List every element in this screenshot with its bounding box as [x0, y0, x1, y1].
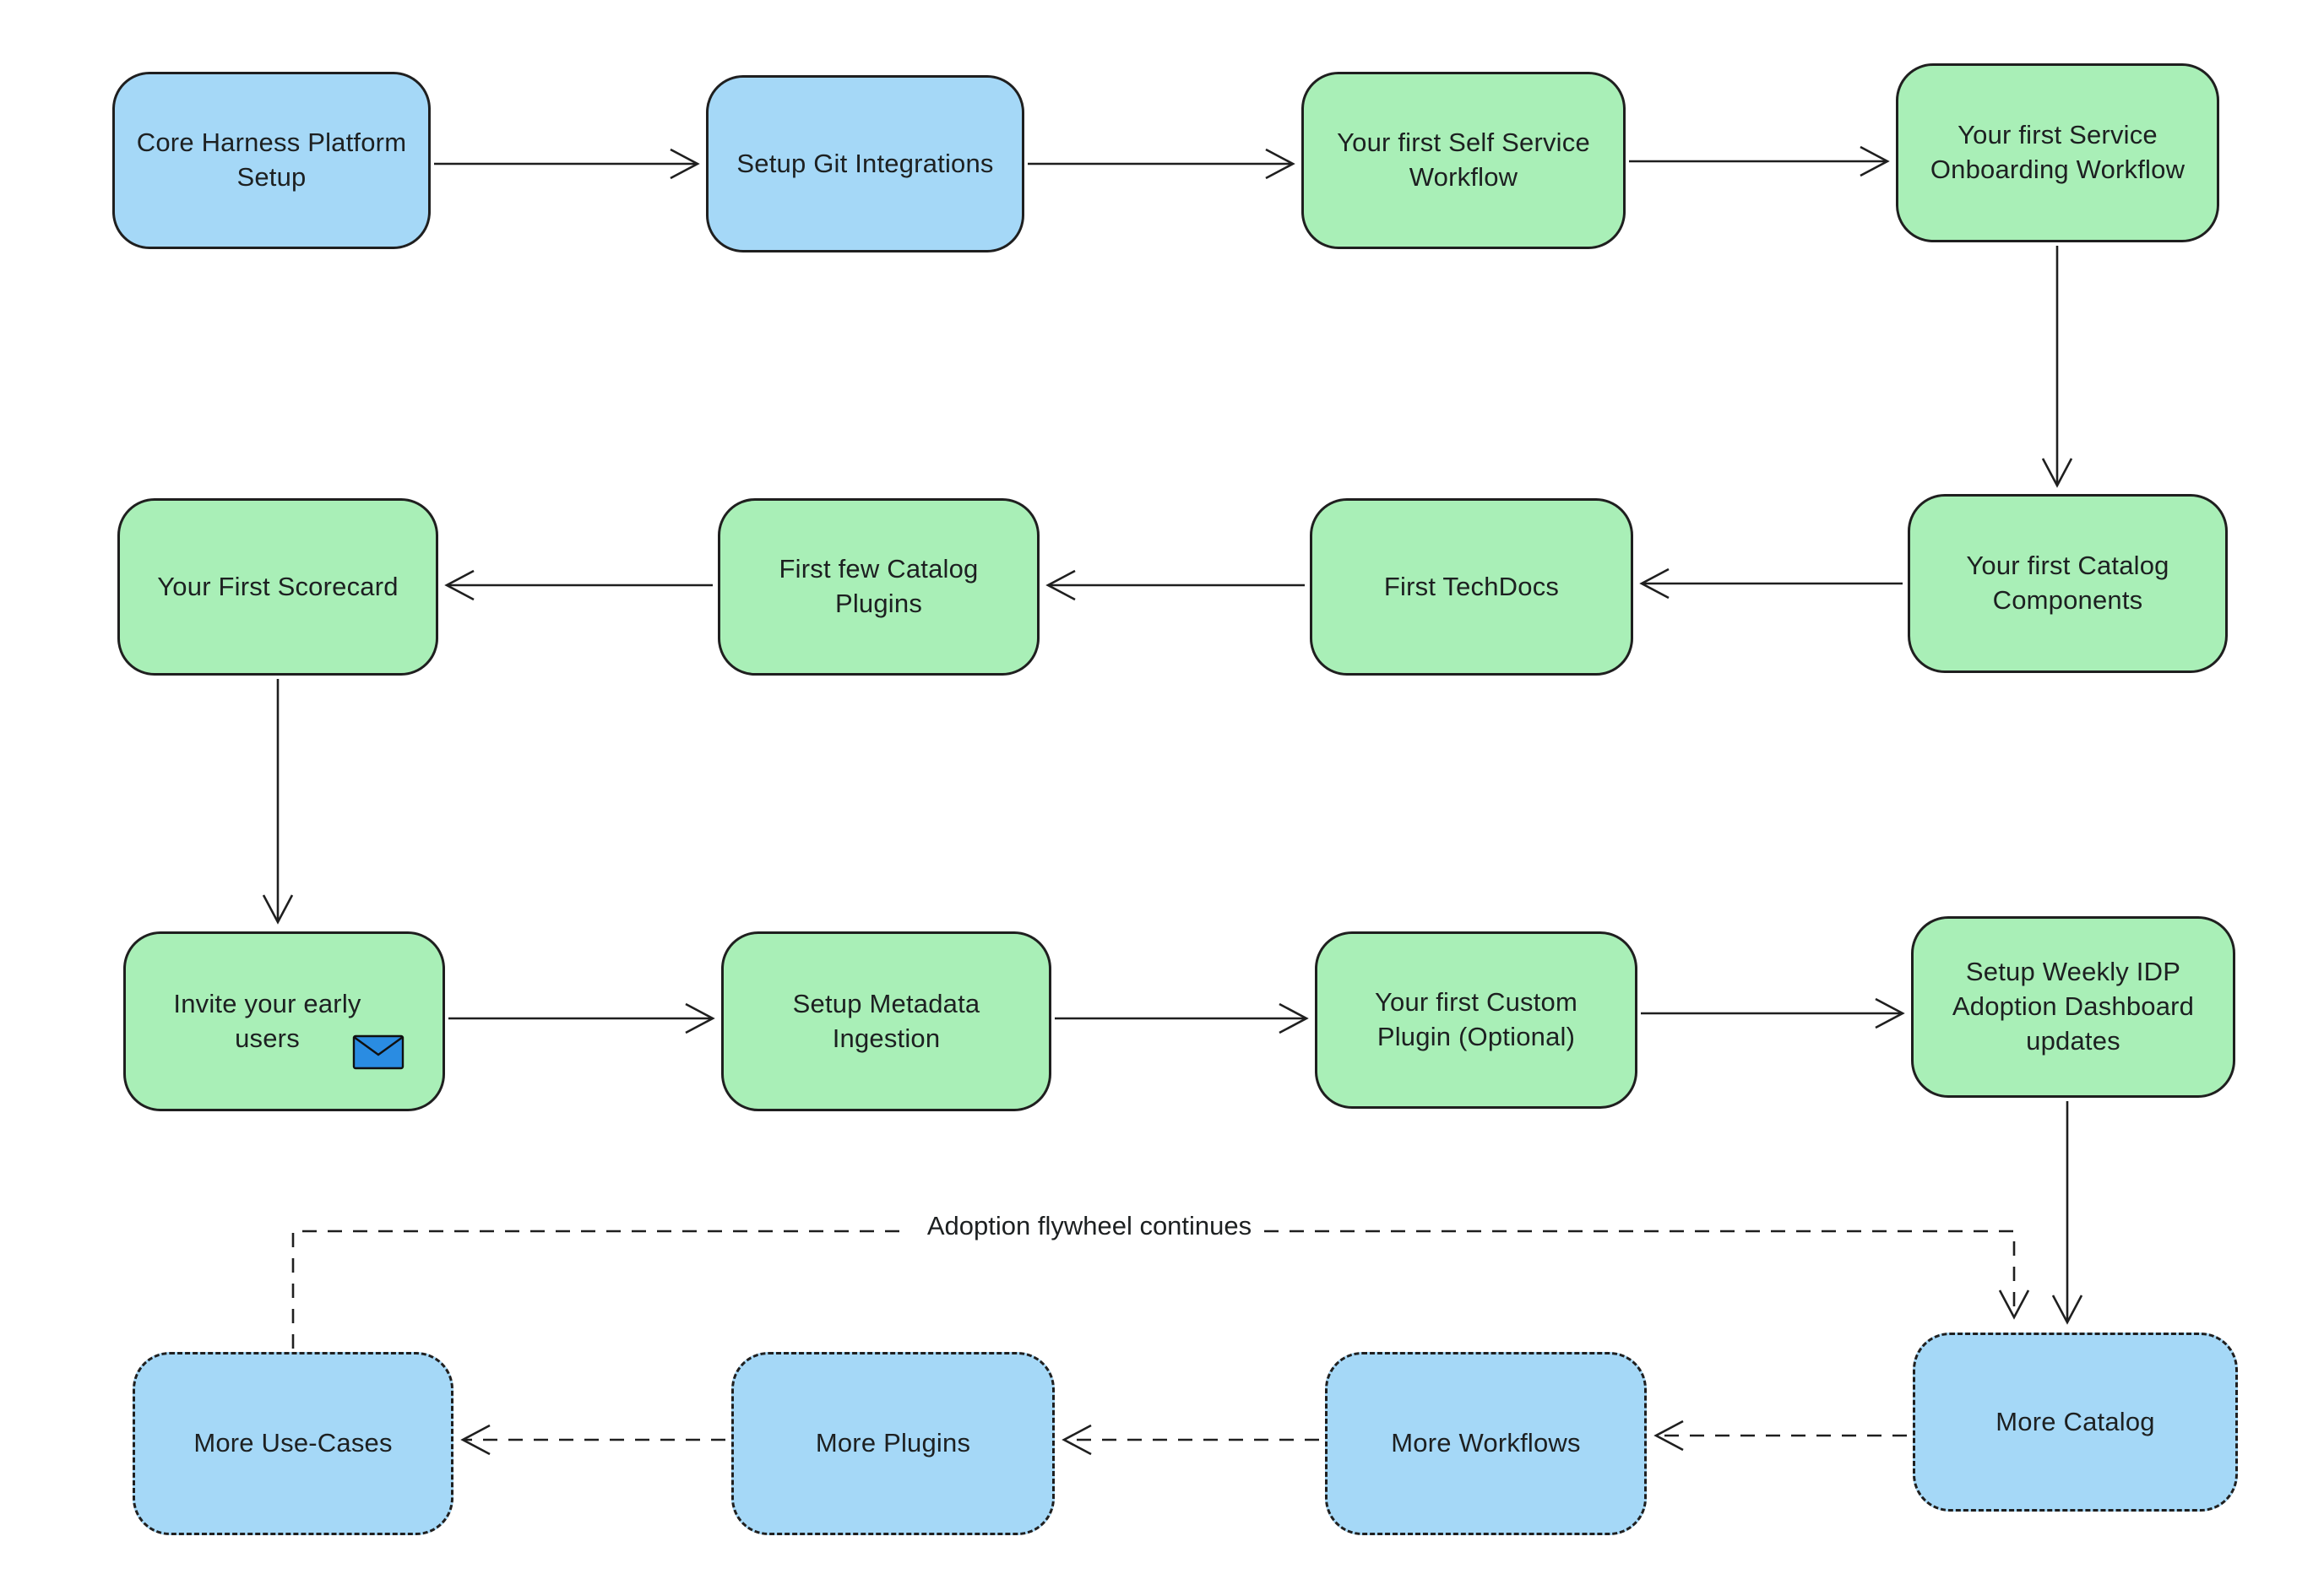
- node-label: Core Harness Platform Setup: [136, 128, 407, 192]
- node-label: More Use-Cases: [193, 1428, 393, 1458]
- node-label: Invite your early users: [173, 988, 361, 1053]
- node-invite-early-users: Invite your early users: [123, 931, 445, 1111]
- node-label: Setup Weekly IDP Adoption Dashboard upda…: [1952, 957, 2195, 1056]
- node-more-workflows: More Workflows: [1325, 1352, 1647, 1535]
- node-weekly-idp-adoption-dashboard: Setup Weekly IDP Adoption Dashboard upda…: [1911, 916, 2235, 1098]
- node-label: Your first Service Onboarding Workflow: [1930, 120, 2186, 184]
- node-first-service-onboarding-workflow: Your first Service Onboarding Workflow: [1896, 63, 2219, 242]
- node-first-few-catalog-plugins: First few Catalog Plugins: [718, 498, 1040, 676]
- node-first-custom-plugin: Your first Custom Plugin (Optional): [1315, 931, 1637, 1109]
- node-more-catalog: More Catalog: [1913, 1333, 2238, 1512]
- node-core-harness-platform-setup: Core Harness Platform Setup: [112, 72, 431, 249]
- node-label: Your first Catalog Components: [1966, 551, 2169, 615]
- node-label: Setup Metadata Ingestion: [792, 988, 980, 1053]
- node-label: First TechDocs: [1383, 571, 1560, 601]
- node-label: Your first Self Service Workflow: [1337, 128, 1590, 192]
- node-label: First few Catalog Plugins: [779, 554, 979, 618]
- node-setup-git-integrations: Setup Git Integrations: [706, 75, 1024, 252]
- node-first-scorecard: Your First Scorecard: [117, 498, 438, 676]
- node-more-plugins: More Plugins: [731, 1352, 1055, 1535]
- node-setup-metadata-ingestion: Setup Metadata Ingestion: [721, 931, 1051, 1111]
- envelope-icon: [352, 1034, 405, 1070]
- node-first-techdocs: First TechDocs: [1310, 498, 1633, 676]
- flywheel-annotation: Adoption flywheel continues: [926, 1211, 1252, 1240]
- flywheel-loop-left-segment: [291, 1230, 908, 1349]
- node-first-catalog-components: Your first Catalog Components: [1908, 494, 2228, 673]
- node-first-self-service-workflow: Your first Self Service Workflow: [1301, 72, 1626, 249]
- node-label: Your First Scorecard: [157, 571, 399, 601]
- node-more-use-cases: More Use-Cases: [133, 1352, 453, 1535]
- node-label: More Workflows: [1391, 1428, 1581, 1458]
- node-label: Your first Custom Plugin (Optional): [1374, 987, 1577, 1051]
- node-label: More Catalog: [1995, 1406, 2155, 1436]
- flywheel-loop-right-segment: [1264, 1230, 2030, 1320]
- node-label: Setup Git Integrations: [736, 148, 994, 178]
- node-label: More Plugins: [815, 1428, 971, 1458]
